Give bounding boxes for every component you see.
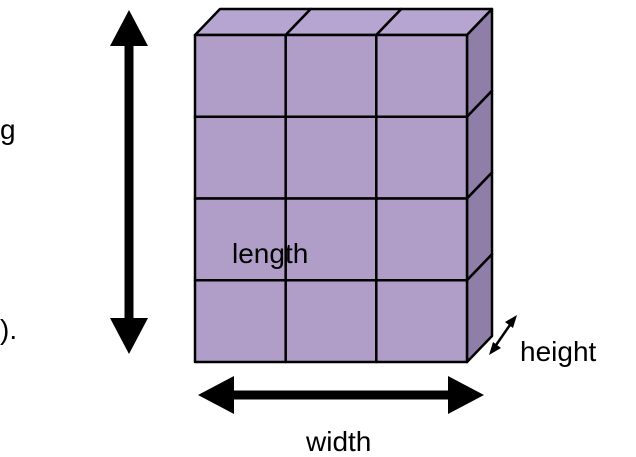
front-face-cube [375, 115, 469, 200]
front-face-cube [284, 115, 378, 200]
height-arrow-head-top [505, 315, 517, 328]
height-arrow-head-bottom [489, 342, 501, 355]
width-arrow [198, 376, 484, 414]
side-face [465, 7, 494, 364]
width-arrow-head-left [198, 376, 234, 414]
front-face-cube [375, 197, 469, 282]
front-face [193, 33, 469, 364]
length-arrow-head-bottom [110, 318, 148, 354]
front-face-cube [284, 279, 378, 364]
front-face-cube [375, 279, 469, 364]
height-arrow-shaft [492, 321, 514, 349]
length-arrow [110, 10, 148, 354]
cut-off-text-fragment: ). [0, 314, 18, 345]
length-label: length [232, 238, 309, 269]
width-arrow-head-right [448, 376, 484, 414]
front-face-cube [193, 279, 287, 364]
front-face-cube [284, 33, 378, 119]
front-face-cube [375, 33, 469, 119]
height-label: height [520, 336, 597, 367]
cut-off-text-fragment: g [0, 114, 16, 145]
length-arrow-head-top [110, 10, 148, 46]
height-arrow [489, 315, 517, 355]
width-label: width [306, 426, 372, 457]
front-face-cube [193, 33, 287, 119]
top-face [193, 7, 494, 37]
front-face-cube [193, 115, 287, 200]
